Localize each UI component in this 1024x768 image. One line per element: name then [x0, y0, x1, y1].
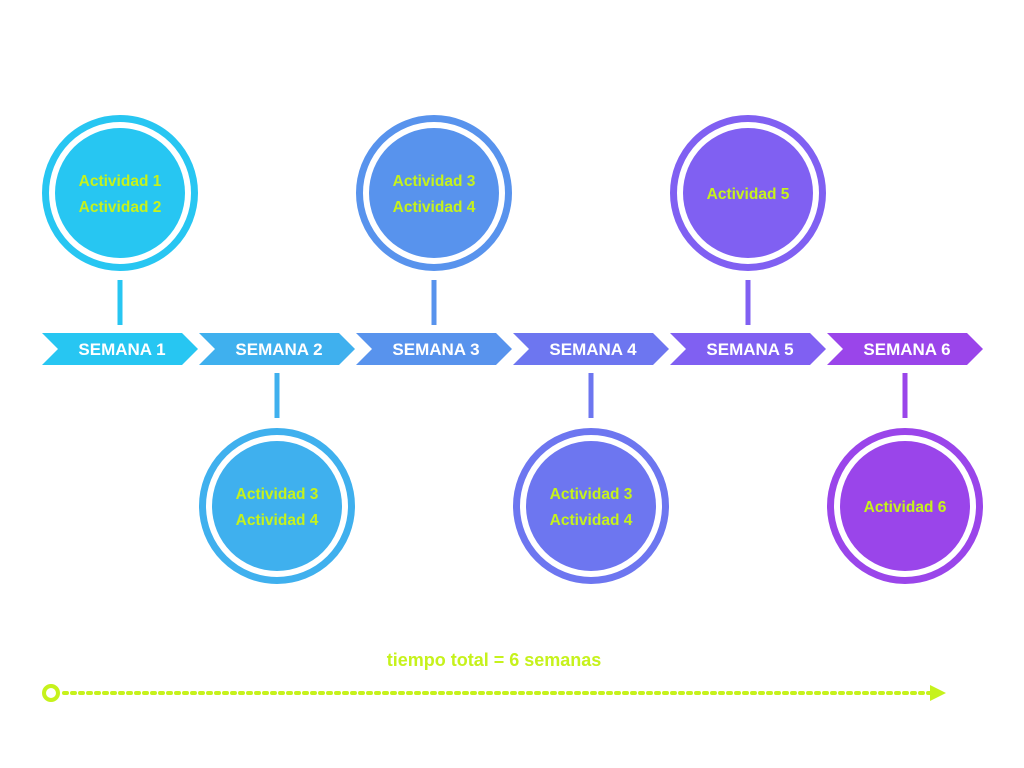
- week-2-activity-1: Actividad 3: [236, 486, 319, 503]
- week-3: SEMANA 3 Actividad 3 Actividad 4: [356, 115, 512, 365]
- week-3-activity-2: Actividad 4: [393, 199, 476, 216]
- week-1-label: SEMANA 1: [78, 340, 165, 359]
- week-6-label: SEMANA 6: [863, 340, 950, 359]
- week-1-activity-1: Actividad 1: [79, 173, 162, 190]
- week-5-activity-1: Actividad 5: [707, 186, 790, 203]
- week-4-chevron: [513, 333, 669, 365]
- week-2-bubble: [212, 441, 342, 571]
- week-3-bubble-ring: [356, 115, 512, 271]
- week-2: SEMANA 2 Actividad 3 Actividad 4: [199, 333, 355, 584]
- week-4-label: SEMANA 4: [549, 340, 637, 359]
- week-5-chevron: [670, 333, 826, 365]
- week-3-chevron: [356, 333, 512, 365]
- week-6: SEMANA 6 Actividad 6: [827, 333, 983, 584]
- week-1: SEMANA 1 Actividad 1 Actividad 2: [42, 115, 198, 365]
- total-time-label: tiempo total = 6 semanas: [387, 650, 602, 670]
- total-start-dot: [42, 684, 60, 702]
- week-6-bubble-ring: [827, 428, 983, 584]
- week-3-bubble: [369, 128, 499, 258]
- week-6-bubble: [840, 441, 970, 571]
- week-1-activity-2: Actividad 2: [79, 199, 162, 216]
- week-2-chevron: [199, 333, 355, 365]
- week-4-activity-1: Actividad 3: [550, 486, 633, 503]
- week-1-bubble: [55, 128, 185, 258]
- week-3-activity-1: Actividad 3: [393, 173, 476, 190]
- week-5: SEMANA 5 Actividad 5: [670, 115, 826, 365]
- week-2-bubble-ring: [199, 428, 355, 584]
- week-6-activity-1: Actividad 6: [864, 499, 947, 516]
- week-1-bubble-ring: [42, 115, 198, 271]
- week-4: SEMANA 4 Actividad 3 Actividad 4: [513, 333, 669, 584]
- weeks-layer: SEMANA 1 Actividad 1 Actividad 2 SEMANA 2 Ac…: [42, 115, 983, 584]
- week-2-label: SEMANA 2: [235, 340, 322, 359]
- week-4-bubble-ring: [513, 428, 669, 584]
- week-2-activity-2: Actividad 4: [236, 512, 319, 529]
- week-5-bubble: [683, 128, 813, 258]
- total-arrow-icon: [930, 685, 946, 701]
- total-time-indicator: tiempo total = 6 semanas: [42, 650, 946, 702]
- week-4-bubble: [526, 441, 656, 571]
- week-5-bubble-ring: [670, 115, 826, 271]
- week-5-label: SEMANA 5: [706, 340, 793, 359]
- week-1-chevron: [42, 333, 198, 365]
- week-3-label: SEMANA 3: [392, 340, 479, 359]
- week-4-activity-2: Actividad 4: [550, 512, 633, 529]
- week-6-chevron: [827, 333, 983, 365]
